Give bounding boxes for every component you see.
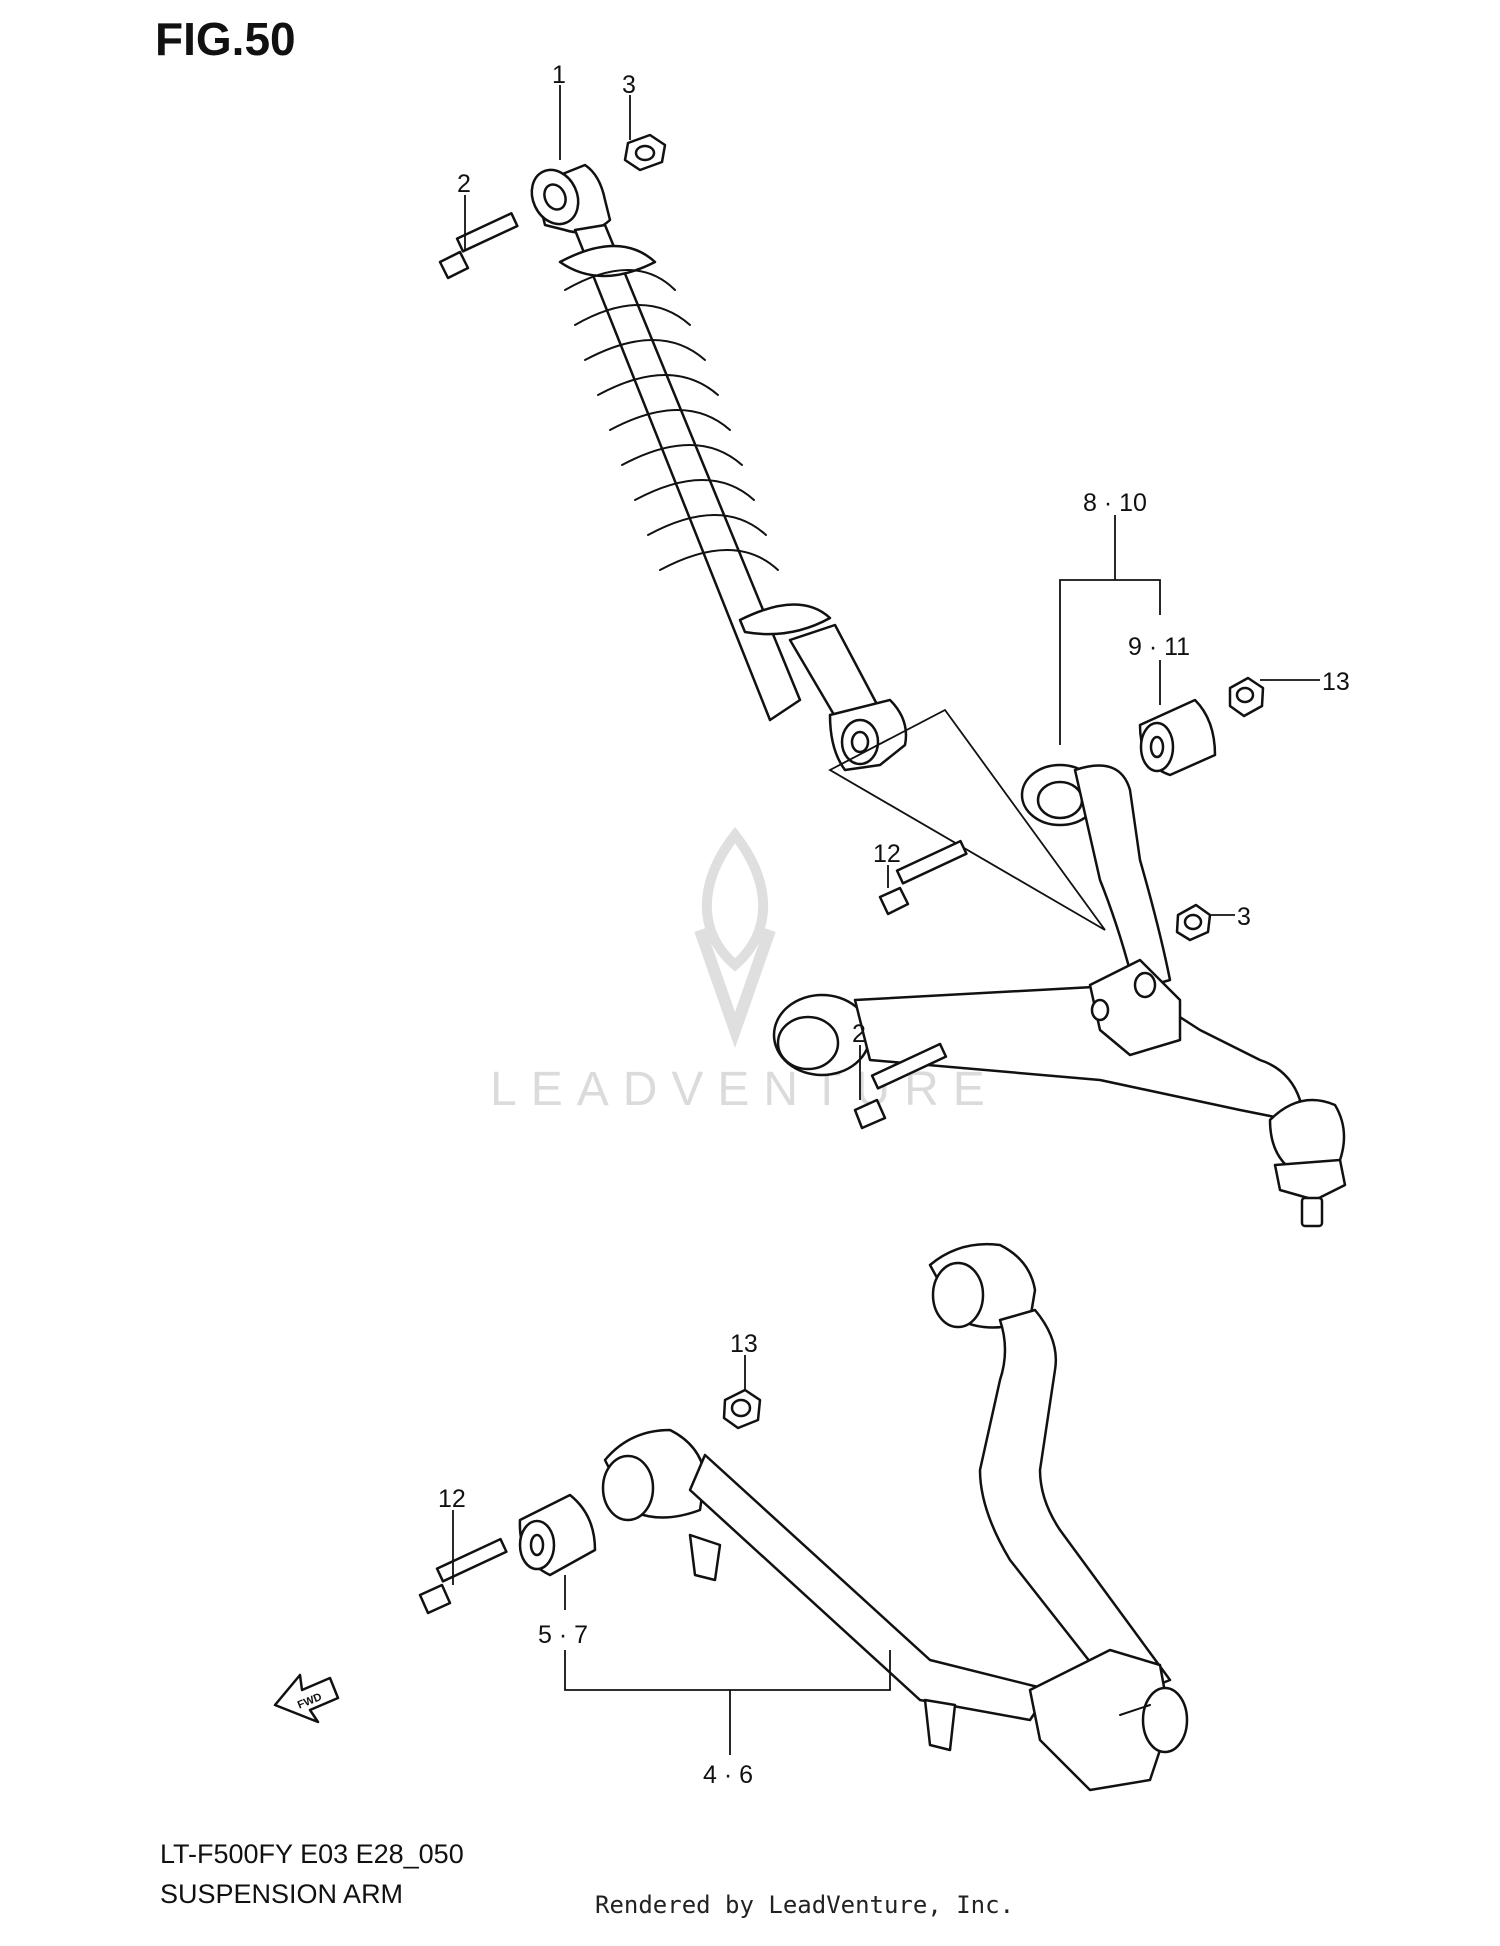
- bolt-2-top: [438, 212, 519, 280]
- rendered-by-credit: Rendered by LeadVenture, Inc.: [595, 1891, 1014, 1919]
- callout-12-low: 12: [438, 1485, 466, 1513]
- forward-direction-marker: FWD: [273, 1673, 340, 1724]
- section-name: SUSPENSION ARM: [160, 1879, 403, 1909]
- upper-suspension-arm: [772, 763, 1347, 1228]
- figure-title: FIG.50: [155, 13, 296, 65]
- model-code: LT-F500FY E03 E28_050: [160, 1839, 464, 1869]
- nut-13-low: [722, 1388, 762, 1430]
- callout-2-top: 2: [457, 170, 471, 198]
- leader-lines: [452, 85, 1320, 1755]
- watermark: LEADVENTURE: [490, 826, 999, 1116]
- callout-13-top: 13: [1322, 668, 1350, 696]
- callout-9-11: 9 · 11: [1128, 633, 1190, 661]
- bolt-12-top: [878, 839, 968, 916]
- callout-1: 1: [552, 61, 566, 89]
- callout-5-7: 5 · 7: [538, 1621, 588, 1649]
- bolt-2-mid: [853, 1042, 948, 1130]
- lower-suspension-arm: [601, 1243, 1189, 1792]
- callout-4-6: 4 · 6: [703, 1761, 753, 1789]
- bushing-5-7: [518, 1493, 597, 1577]
- bushing-9-11: [1138, 698, 1217, 777]
- callout-8-10: 8 · 10: [1083, 489, 1147, 517]
- watermark-logo-icon: [694, 826, 776, 1049]
- forward-arrow-icon: [273, 1673, 340, 1724]
- callout-13-low: 13: [730, 1330, 758, 1358]
- lower-arm-front-leg: [978, 1308, 1172, 1702]
- nut-13-top: [1228, 676, 1265, 718]
- callout-3-mid: 3: [1237, 903, 1251, 931]
- shock-absorber: [530, 163, 908, 772]
- ball-joint: [1268, 1098, 1346, 1177]
- nut-3-mid: [1175, 903, 1212, 942]
- nut-3-top: [623, 133, 667, 172]
- shock-mount-leader: [828, 708, 1106, 931]
- upper-arm-rear-leg: [1073, 764, 1172, 992]
- bolt-12-low: [418, 1537, 508, 1615]
- shock-spring: [558, 244, 832, 636]
- callout-2-mid: 2: [852, 1020, 866, 1048]
- callouts: 1 3 2 8 · 10 9 · 11 13 12 3 2 13 12 5 · …: [438, 61, 1350, 1789]
- upper-arm-main-beam: [853, 983, 1302, 1122]
- watermark-text: LEADVENTURE: [490, 1063, 999, 1116]
- callout-3-top: 3: [622, 71, 636, 99]
- callout-12-top: 12: [873, 840, 901, 868]
- upper-arm-shock-bracket: [1088, 958, 1182, 1057]
- shock-body: [573, 223, 802, 722]
